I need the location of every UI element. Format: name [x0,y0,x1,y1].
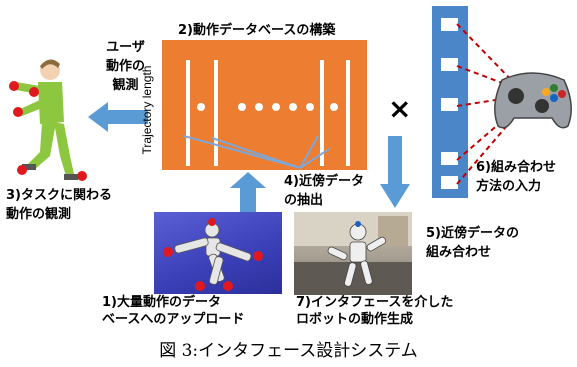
step4-label: 4)近傍データ の抽出 [284,174,364,208]
trajectory-line [186,60,190,166]
ellipsis-dot [255,103,263,111]
arrow-down [380,136,410,208]
motion-database [162,40,367,170]
film-frame [441,152,458,165]
figure-caption: 図 3:インタフェース設計システム [159,341,418,361]
user-observation-label: ユーザ 動作の 観測 [106,40,146,93]
film-strip-icon [432,6,468,198]
ellipsis-dot [272,103,280,111]
step5-label: 5)近傍データの 組み合わせ [426,226,519,260]
arrow-up [230,172,266,212]
trajectory-axis-label: Trajectory length [140,65,154,155]
person-icon [9,59,87,181]
ellipsis-dot [306,103,314,111]
ellipsis-dot [197,103,205,111]
step2-label: 2)動作データベースの構築 [178,23,336,38]
trajectory-line [346,60,350,166]
step1-label: 1)大量動作のデータ ベースへのアップロード [102,295,245,327]
film-frame [441,58,458,71]
film-frame [441,98,458,111]
neighbor-extraction-lines [183,135,330,169]
arrow-left-to-user [88,102,148,132]
trajectory-line [214,60,218,166]
film-frame [441,18,458,31]
step3-label: 3)タスクに関わる 動作の観測 [6,188,112,222]
ellipsis-dot [238,103,246,111]
step7-label: 7)インタフェースを介した ロボットの動作生成 [296,295,454,327]
step6-label: 6)組み合わせ 方法の入力 [476,160,556,194]
ellipsis-dot [289,103,297,111]
robot-photo [154,212,282,294]
robot-room-photo [294,212,412,295]
ellipsis-dot [330,103,338,111]
trajectory-line [320,60,324,166]
film-frame [441,176,458,189]
gamepad-icon [494,72,572,129]
times-symbol: × [388,92,412,125]
